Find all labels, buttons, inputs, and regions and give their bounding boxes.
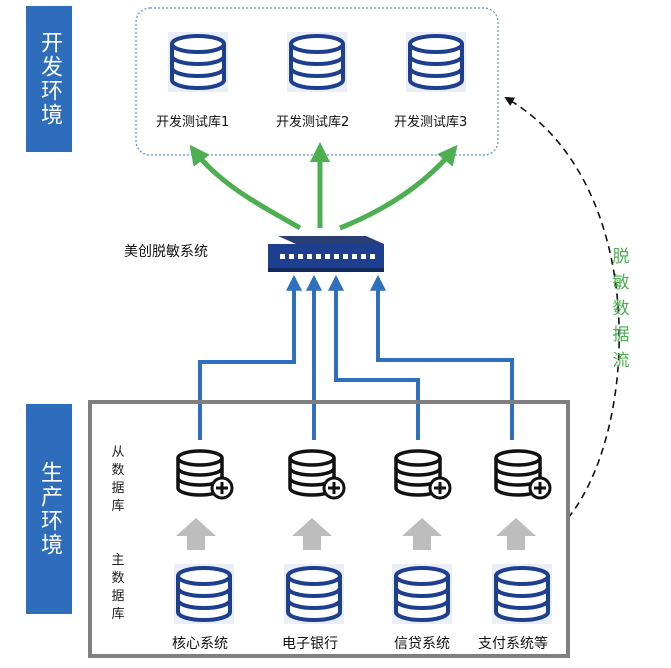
master-db-core-icon xyxy=(172,562,236,626)
dev-db-3-icon xyxy=(404,30,468,94)
dev-db-3-label: 开发测试库3 xyxy=(394,115,468,130)
dev-db-1-icon xyxy=(166,30,230,94)
slave-db-ebank-icon xyxy=(288,449,346,500)
slave-db-core-icon xyxy=(176,449,234,500)
masking-system-label: 美创脱敏系统 xyxy=(124,244,208,260)
dev-env-box xyxy=(135,7,499,156)
dev-db-2-label: 开发测试库2 xyxy=(276,115,350,130)
green-arrow-3 xyxy=(339,144,458,231)
master-db-payment-icon xyxy=(490,562,554,626)
system-core-label: 核心系统 xyxy=(172,636,228,652)
green-arrow-1 xyxy=(189,144,302,231)
master-db-ebank-icon xyxy=(282,562,346,626)
dev-db-1-label: 开发测试库1 xyxy=(156,115,230,130)
sync-arrow-credit-icon xyxy=(402,518,442,550)
system-payment-label: 支付系统等 xyxy=(478,636,548,652)
dev-db-2-icon xyxy=(285,30,349,94)
master-db-credit-icon xyxy=(390,562,454,626)
slave-db-credit-icon xyxy=(394,449,452,500)
system-credit-label: 信贷系统 xyxy=(394,636,450,652)
slave-db-label: 从数据库 xyxy=(111,445,125,514)
prod-env-frame xyxy=(88,400,570,658)
sync-arrow-ebank-icon xyxy=(292,518,332,550)
slave-db-payment-icon xyxy=(494,449,552,500)
prod-env-label: 生产环境 xyxy=(26,404,72,614)
blue-arrow-core xyxy=(198,274,302,440)
masked-data-flow-arrow xyxy=(504,97,620,519)
masked-data-flow-label: 脱敏数据流 xyxy=(612,247,630,371)
sync-arrow-payment-icon xyxy=(496,518,536,550)
blue-arrow-credit xyxy=(328,274,420,440)
sync-arrow-core-icon xyxy=(176,518,216,550)
network-switch-icon xyxy=(268,236,384,272)
system-ebank-label: 电子银行 xyxy=(282,636,338,652)
blue-arrow-payment xyxy=(370,274,514,440)
dev-env-label: 开发环境 xyxy=(26,6,72,152)
master-db-label: 主数据库 xyxy=(111,553,125,622)
